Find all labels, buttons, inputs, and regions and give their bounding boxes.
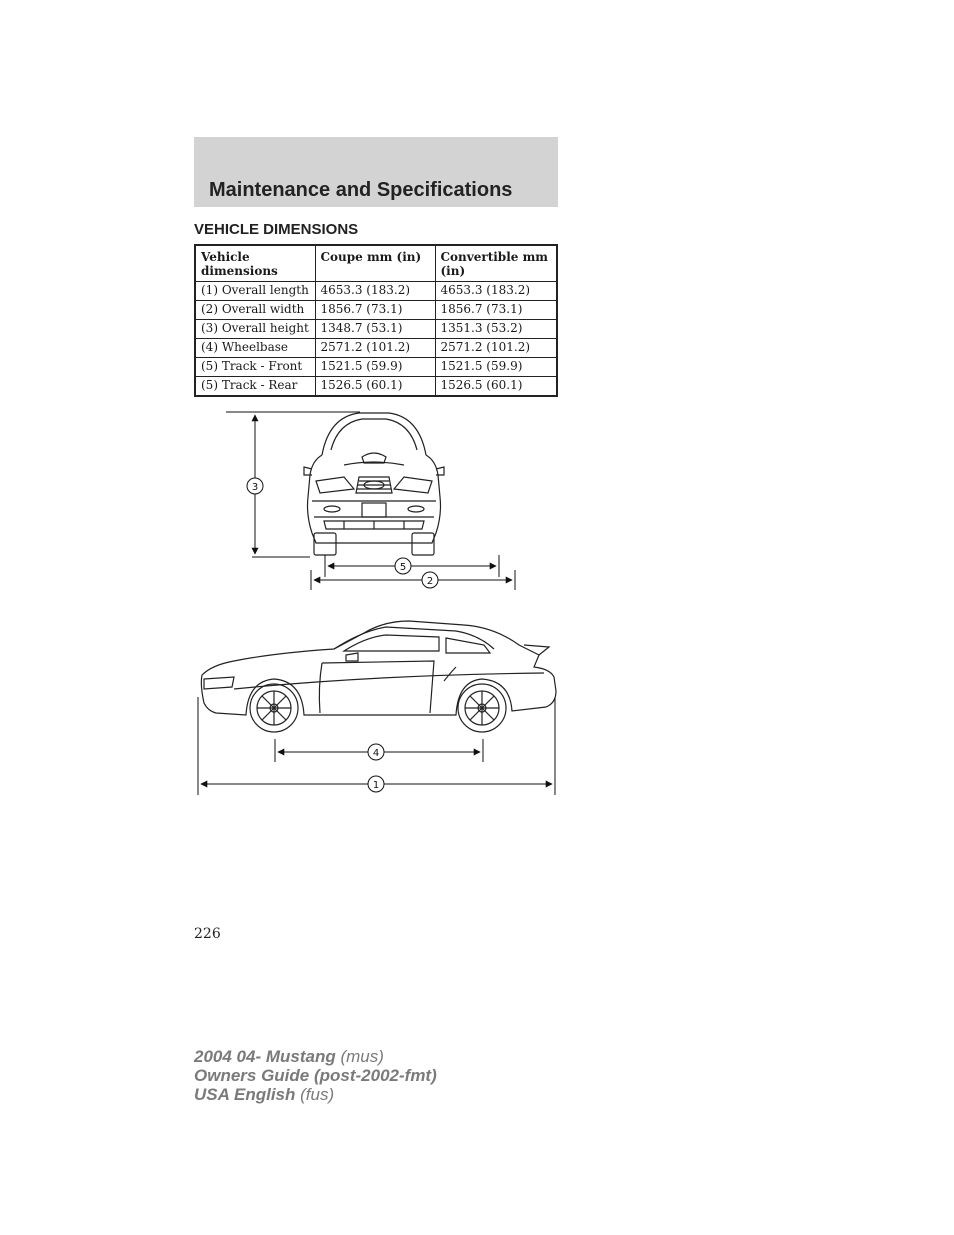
footer-model-code: (mus) [340, 1047, 384, 1066]
table-row: (5) Track - Rear 1526.5 (60.1) 1526.5 (6… [194, 376, 558, 397]
table-row: (2) Overall width 1856.7 (73.1) 1856.7 (… [194, 300, 558, 320]
callout-2-label: 2 [427, 576, 433, 587]
table-header-row: Vehicle dimensions Coupe mm (in) Convert… [194, 244, 558, 282]
table-cell: 1521.5 (59.9) [434, 357, 558, 377]
table-cell: 1521.5 (59.9) [314, 357, 436, 377]
callout-5-circle [394, 557, 412, 575]
table-cell: 1526.5 (60.1) [434, 376, 558, 397]
footer-line-3: USA English (fus) [194, 1085, 437, 1104]
callout-3-circle [246, 477, 264, 495]
table-row: (4) Wheelbase 2571.2 (101.2) 2571.2 (101… [194, 338, 558, 358]
table-cell: (5) Track - Rear [194, 376, 316, 397]
page-number: 226 [194, 926, 221, 942]
callout-4-label: 4 [373, 748, 379, 759]
callout-2-circle [421, 571, 439, 589]
document-footer: 2004 04- Mustang (mus) Owners Guide (pos… [194, 1047, 437, 1104]
table-cell: 1856.7 (73.1) [434, 300, 558, 320]
column-header: Vehicle dimensions [194, 244, 316, 282]
callout-5-label: 5 [400, 562, 406, 573]
table-cell: (5) Track - Front [194, 357, 316, 377]
footer-model: 2004 04- Mustang [194, 1047, 336, 1066]
table-row: (3) Overall height 1348.7 (53.1) 1351.3 … [194, 319, 558, 339]
table-cell: 1348.7 (53.1) [314, 319, 436, 339]
callout-4-circle [367, 743, 385, 761]
callout-3-label: 3 [252, 482, 258, 493]
callout-1-label: 1 [373, 780, 379, 791]
table-row: (1) Overall length 4653.3 (183.2) 4653.3… [194, 281, 558, 301]
table-cell: 1526.5 (60.1) [314, 376, 436, 397]
vehicle-dimensions-diagram: 3 5 2 [197, 411, 557, 795]
track-dimension [324, 555, 500, 577]
column-header: Coupe mm (in) [314, 244, 436, 282]
section-heading: VEHICLE DIMENSIONS [194, 221, 359, 238]
footer-guide: Owners Guide (post-2002-fmt) [194, 1066, 437, 1085]
page-title: Maintenance and Specifications [209, 179, 513, 201]
footer-language-code: (fus) [300, 1085, 335, 1104]
dimensions-table: Vehicle dimensions Coupe mm (in) Convert… [194, 244, 558, 397]
callout-1-circle [367, 775, 385, 793]
table-cell: 2571.2 (101.2) [434, 338, 558, 358]
table-cell: (4) Wheelbase [194, 338, 316, 358]
table-cell: 1351.3 (53.2) [434, 319, 558, 339]
footer-line-1: 2004 04- Mustang (mus) [194, 1047, 437, 1066]
height-dimension [226, 411, 360, 558]
footer-language: USA English [194, 1085, 296, 1104]
width-dimension [310, 570, 516, 590]
table-cell: (2) Overall width [194, 300, 316, 320]
table-cell: (1) Overall length [194, 281, 316, 301]
footer-line-2: Owners Guide (post-2002-fmt) [194, 1066, 437, 1085]
car-front-view [303, 412, 445, 556]
table-cell: 4653.3 (183.2) [434, 281, 558, 301]
table-row: (5) Track - Front 1521.5 (59.9) 1521.5 (… [194, 357, 558, 377]
table-cell: 2571.2 (101.2) [314, 338, 436, 358]
table-cell: 1856.7 (73.1) [314, 300, 436, 320]
table-cell: (3) Overall height [194, 319, 316, 339]
car-side-view [200, 620, 557, 733]
section-header-band: Maintenance and Specifications [194, 137, 558, 207]
table-cell: 4653.3 (183.2) [314, 281, 436, 301]
column-header: Convertible mm (in) [434, 244, 558, 282]
